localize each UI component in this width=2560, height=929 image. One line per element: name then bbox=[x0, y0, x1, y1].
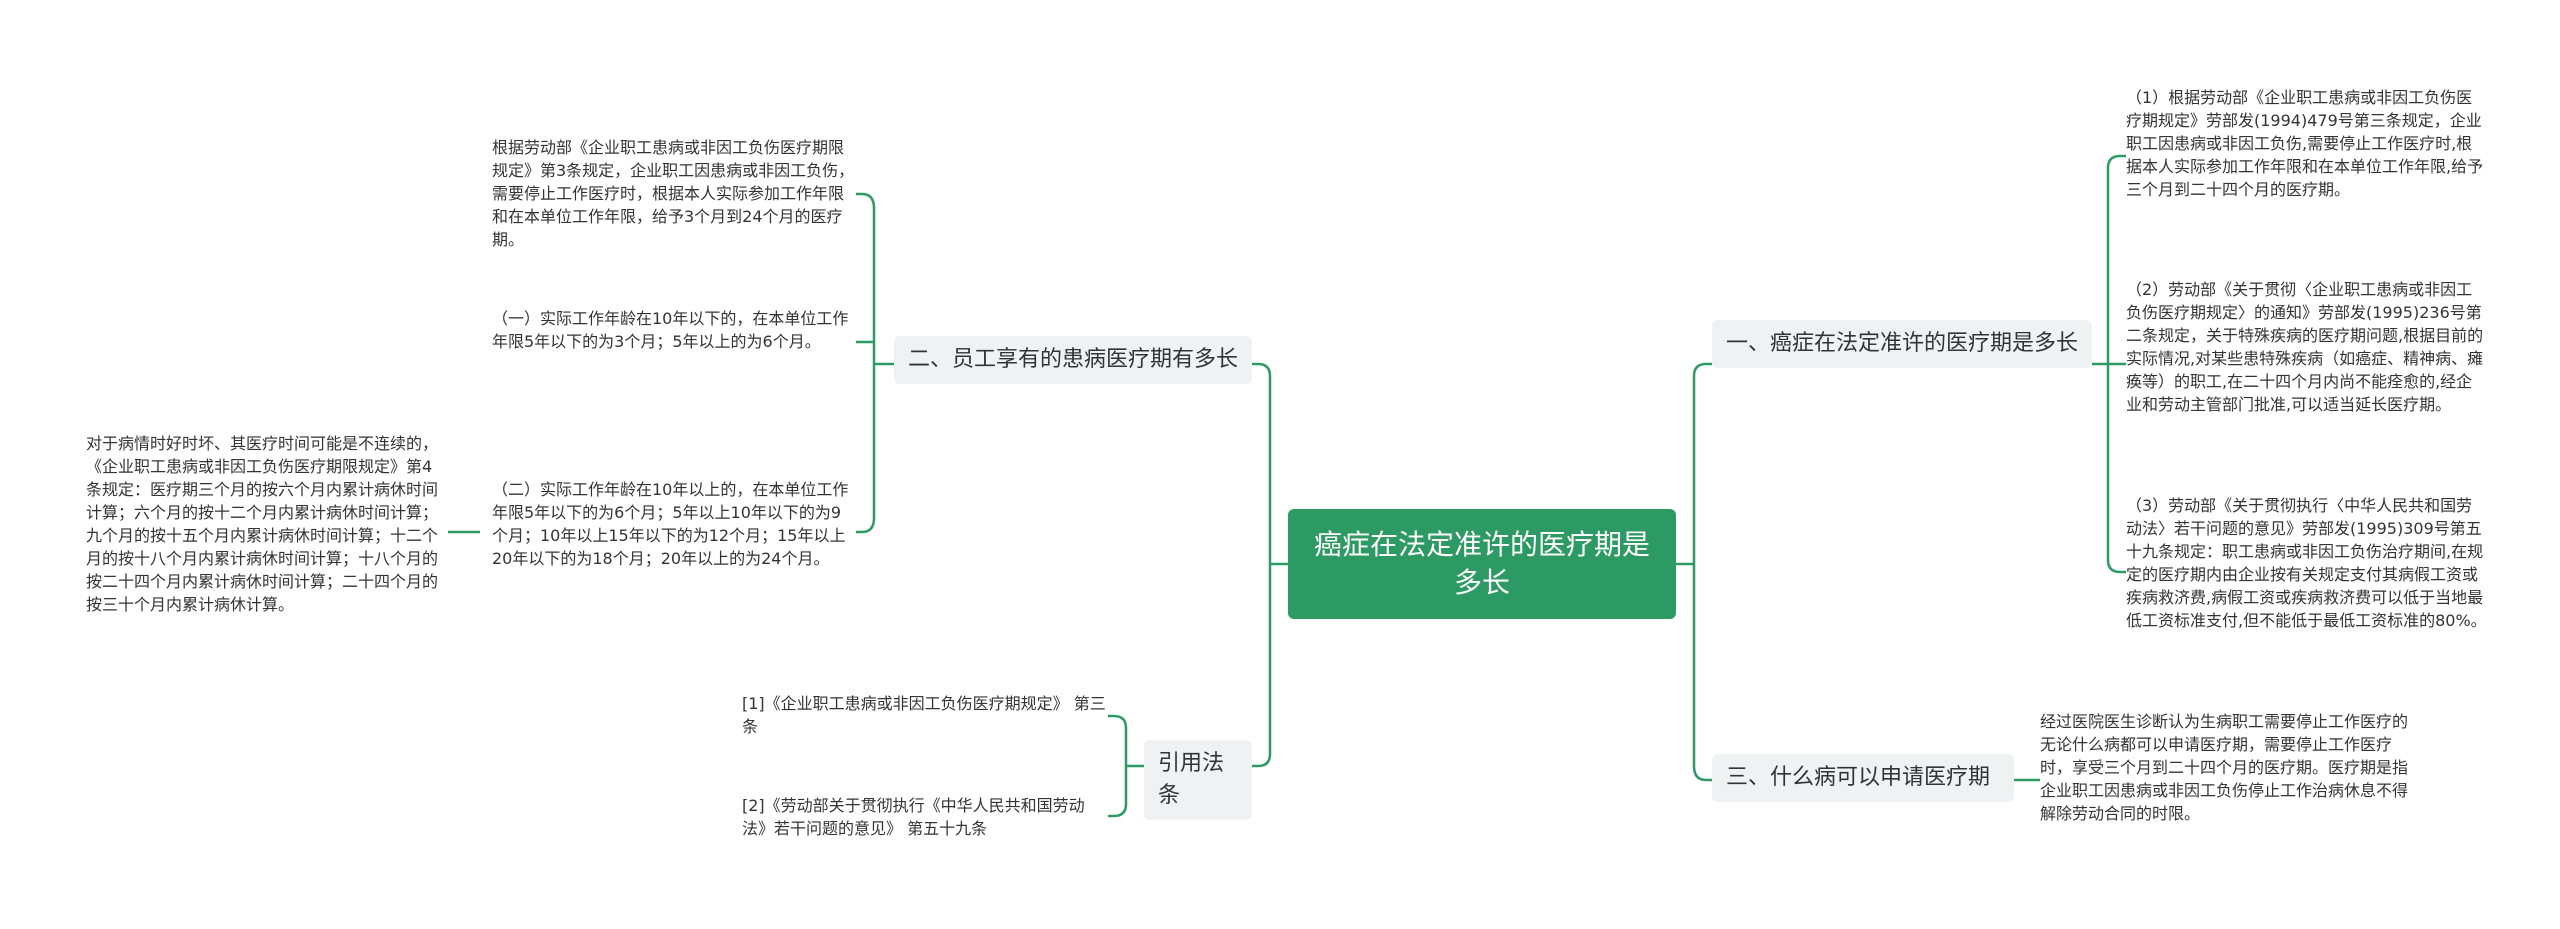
branch-cited-laws[interactable]: 引用法条 bbox=[1144, 740, 1252, 820]
leaf-over-10-years: （二）实际工作年龄在10年以上的，在本单位工作年限5年以下的为6个月；5年以上1… bbox=[492, 480, 849, 568]
leaf-legal-basis-article-3: 根据劳动部《企业职工患病或非因工负伤医疗期限规定》第3条规定，企业职工因患病或非… bbox=[492, 138, 855, 249]
leaf-regulation-3: （3）劳动部《关于贯彻执行〈中华人民共和国劳动法〉若干问题的意见》劳部发(199… bbox=[2126, 496, 2487, 630]
connector-rb1-item3 bbox=[2106, 559, 2126, 574]
root-topic-title: 癌症在法定准许的医疗期是多长 bbox=[1313, 528, 1650, 599]
connector-lb2-item2 bbox=[1108, 803, 1128, 818]
leaf-cumulative-calculation: 对于病情时好时坏、其医疗时间可能是不连续的，《企业职工患病或非因工负伤医疗期限规… bbox=[86, 434, 439, 614]
connector-lb2-item1 bbox=[1108, 714, 1128, 729]
connector-lb1-item3 bbox=[856, 517, 876, 534]
branch-label: 一、癌症在法定准许的医疗期是多长 bbox=[1726, 331, 2079, 356]
leaf-cited-law-2: [2]《劳动部关于贯彻执行《中华人民共和国劳动法》若干问题的意见》 第五十九条 bbox=[742, 796, 1085, 838]
connector-lb1-item1 bbox=[856, 192, 876, 209]
leaf-cited-law-1: [1]《企业职工患病或非因工负伤医疗期规定》 第三条 bbox=[742, 694, 1106, 736]
branch-cancer-medical-period[interactable]: 一、癌症在法定准许的医疗期是多长 bbox=[1712, 320, 2092, 368]
branch-employee-medical-period[interactable]: 二、员工享有的患病医疗期有多长 bbox=[894, 336, 1252, 384]
branch-label: 引用法条 bbox=[1158, 751, 1225, 808]
leaf-regulation-1: （1）根据劳动部《企业职工患病或非因工负伤医疗期规定》劳部发(1994)479号… bbox=[2126, 88, 2484, 199]
branch-which-illness[interactable]: 三、什么病可以申请医疗期 bbox=[1712, 754, 2014, 802]
root-topic[interactable]: 癌症在法定准许的医疗期是多长 bbox=[1288, 509, 1676, 619]
leaf-illness-explanation: 经过医院医生诊断认为生病职工需要停止工作医疗的无论什么病都可以申请医疗期，需要停… bbox=[2040, 712, 2409, 823]
connector-right-b2 bbox=[1692, 765, 1712, 782]
connector-left-b2 bbox=[1252, 753, 1272, 768]
leaf-regulation-2: （2）劳动部《关于贯彻〈企业职工患病或非因工负伤医疗期规定〉的通知》劳部发(19… bbox=[2126, 280, 2484, 414]
connector-left-b1 bbox=[1252, 362, 1272, 377]
branch-label: 二、员工享有的患病医疗期有多长 bbox=[908, 347, 1239, 372]
branch-label: 三、什么病可以申请医疗期 bbox=[1726, 765, 1991, 790]
connector-right-b1 bbox=[1692, 362, 1712, 377]
connector-rb1-item1 bbox=[2106, 154, 2126, 169]
leaf-under-10-years: （一）实际工作年龄在10年以下的，在本单位工作年限5年以下的为3个月；5年以上的… bbox=[492, 309, 849, 351]
